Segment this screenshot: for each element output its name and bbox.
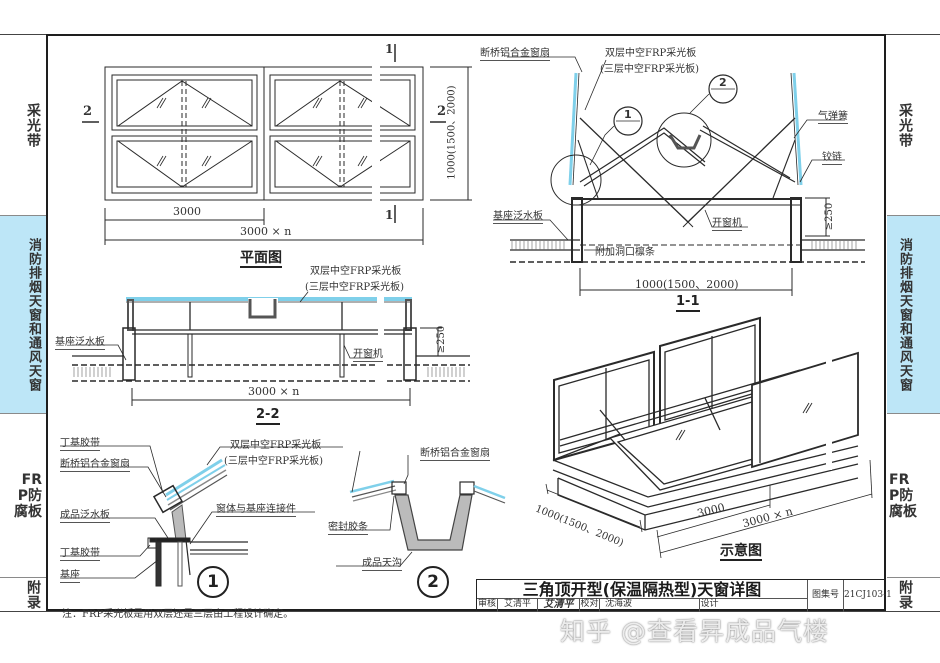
detail-2-drawing xyxy=(330,450,506,567)
atlas-no-value: 21CJ103-1 xyxy=(843,580,892,612)
tab-divider xyxy=(0,215,46,216)
design-label: 设计 xyxy=(699,598,719,612)
review-name: 艾清平 xyxy=(497,598,537,612)
check-label: 校对 xyxy=(579,598,599,612)
right-tab-label: 附录 xyxy=(897,579,913,610)
left-tab-label: FRP防腐板 xyxy=(14,472,42,520)
right-tab-lighting-strip[interactable]: 采光带 xyxy=(887,35,933,215)
s11-label-panel-alt: (三层中空FRP采光板) xyxy=(600,64,699,75)
right-tab-label: 消防排烟天窗和通风天窗 xyxy=(897,237,912,392)
atlas-no-label: 图集号 xyxy=(807,580,843,612)
s22-label-panel-alt: (三层中空FRP采光板) xyxy=(305,282,404,293)
left-tab-appendix[interactable]: 附录 xyxy=(0,578,46,611)
d2-label-gutter: 成品天沟 xyxy=(362,554,402,571)
d1-label-tape-bottom: 丁基胶带 xyxy=(60,544,100,561)
iso-view-title: 示意图 xyxy=(720,543,762,561)
s11-label-purlin: 附加洞口檩条 xyxy=(595,247,655,258)
d1-label-sash: 断桥铝合金窗扇 xyxy=(60,455,130,472)
right-tab-label: FRP防腐板 xyxy=(889,472,917,520)
plan-dim-total: 3000 × n xyxy=(240,225,292,238)
drawing-title: 三角顶开型(保温隔热型)天窗详图 xyxy=(522,580,762,599)
left-tab-label: 采光带 xyxy=(25,102,41,148)
d2-label-seal: 密封胶条 xyxy=(328,518,368,535)
plan-section-mark-right: 2 xyxy=(437,104,447,119)
detail-1-marker: 1 xyxy=(197,566,229,598)
right-tab-label: 采光带 xyxy=(897,102,913,148)
plan-view-title: 平面图 xyxy=(240,250,282,268)
left-tab-smoke-vent[interactable]: 消防排烟天窗和通风天窗 xyxy=(0,216,46,413)
s11-label-hinge: 铰链 xyxy=(822,148,842,165)
left-tab-label: 消防排烟天窗和通风天窗 xyxy=(26,237,41,392)
watermark: 知乎 @查看昇成品气楼 xyxy=(560,617,829,646)
plan-section-mark-left: 2 xyxy=(83,104,93,119)
iso-view-drawing xyxy=(545,316,873,559)
title-block-row-divider xyxy=(477,598,807,599)
detail-ref-1-num: 1 xyxy=(624,108,632,121)
s22-dim-height: ≥250 xyxy=(436,325,448,354)
tab-divider xyxy=(0,413,46,414)
s11-label-flashing: 基座泛水板 xyxy=(493,207,543,224)
right-tab-frp[interactable]: FRP防腐板 xyxy=(887,414,940,577)
d2-label-sash: 断桥铝合金窗扇 xyxy=(420,444,490,461)
design-note: 注：FRP采光板是用双层还是三层由工程设计确定。 xyxy=(62,609,294,620)
tab-divider xyxy=(887,577,940,578)
s11-dim-width: 1000(1500、2000) xyxy=(635,278,739,291)
d1-label-tape-top: 丁基胶带 xyxy=(60,434,100,451)
detail-2-marker: 2 xyxy=(417,566,449,598)
detail-1-drawing xyxy=(60,445,343,587)
review-label: 审核 xyxy=(477,599,496,609)
section-1-1-drawing xyxy=(493,56,865,296)
left-tab-label: 附录 xyxy=(25,579,41,610)
tab-divider xyxy=(0,577,46,578)
s22-label-flashing: 基座泛水板 xyxy=(55,333,105,350)
s11-label-sash: 断桥铝合金窗扇 xyxy=(480,44,550,61)
s22-dim-width: 3000 × n xyxy=(248,385,300,398)
s22-title: 2-2 xyxy=(256,407,280,425)
plan-view-drawing xyxy=(82,44,472,245)
plan-section-mark-top: 1 xyxy=(385,42,394,56)
d1-label-panel: 双层中空FRP采光板 xyxy=(230,440,322,451)
s11-label-opener: 开窗机 xyxy=(712,214,742,231)
d1-label-connector: 窗体与基座连接件 xyxy=(216,500,296,517)
right-tab-smoke-vent[interactable]: 消防排烟天窗和通风天窗 xyxy=(887,216,940,413)
check-name: 沈海波 xyxy=(599,598,637,612)
plan-dim-height: 1000(1500、2000) xyxy=(446,85,458,180)
review-signature: 艾清平 xyxy=(537,598,579,612)
s11-dim-height: ≥250 xyxy=(824,202,836,231)
s11-label-gas-spring: 气弹簧 xyxy=(818,107,848,124)
plan-dim-unit: 3000 xyxy=(173,205,201,218)
tab-divider xyxy=(887,215,940,216)
detail-ref-2-num: 2 xyxy=(719,76,727,89)
left-tab-frp[interactable]: FRP防腐板 xyxy=(0,414,46,577)
s11-label-panel: 双层中空FRP采光板 xyxy=(605,48,697,59)
drawing-frame xyxy=(46,34,886,611)
tab-divider xyxy=(887,413,940,414)
d1-label-base: 基座 xyxy=(60,566,80,583)
bottom-rule xyxy=(0,611,940,612)
s22-label-opener: 开窗机 xyxy=(353,345,383,362)
s11-title: 1-1 xyxy=(676,294,700,312)
d1-label-panel-alt: (三层中空FRP采光板) xyxy=(224,456,323,467)
left-tab-lighting-strip[interactable]: 采光带 xyxy=(0,35,46,215)
plan-section-mark-bottom: 1 xyxy=(385,208,394,222)
section-2-2-drawing xyxy=(72,290,470,406)
right-tab-appendix[interactable]: 附录 xyxy=(887,578,933,611)
title-block: 三角顶开型(保温隔热型)天窗详图 图集号 21CJ103-1 审核 艾清平 艾清… xyxy=(476,579,892,612)
d1-label-flashing: 成品泛水板 xyxy=(60,506,110,523)
s22-label-panel: 双层中空FRP采光板 xyxy=(310,266,402,277)
